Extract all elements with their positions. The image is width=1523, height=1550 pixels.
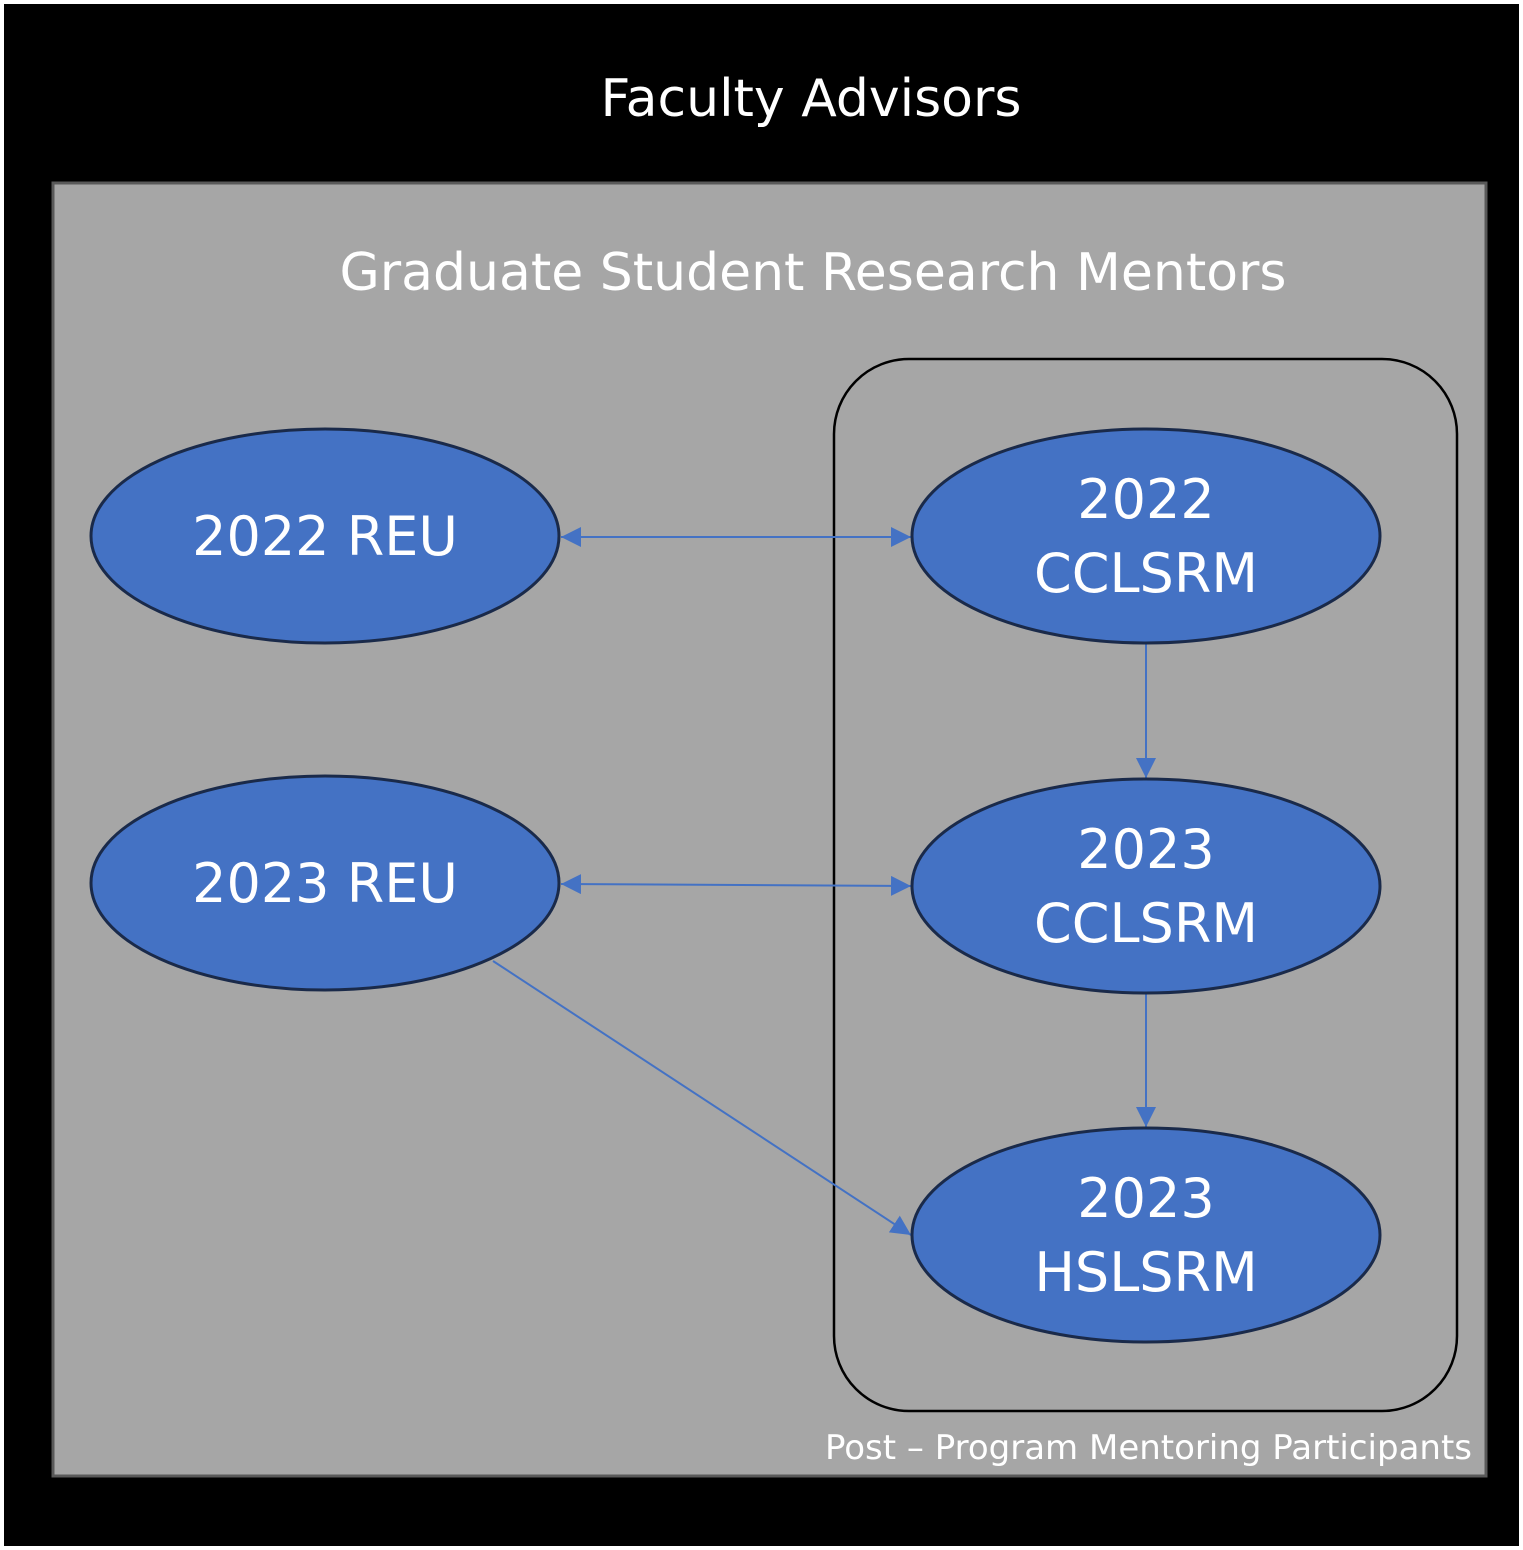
node-label-reu2022-0: 2022 REU bbox=[192, 505, 458, 568]
node-label-cclsrm2022-0: 2022 bbox=[1077, 468, 1214, 531]
node-label-reu2023-0: 2023 REU bbox=[192, 852, 458, 915]
edge-reu2023-to-hslsrm2023 bbox=[492, 960, 912, 1236]
node-reu2023: 2023 REU bbox=[89, 774, 561, 992]
edges-layer bbox=[492, 527, 1156, 1236]
node-label-cclsrm2023-1: CCLSRM bbox=[1034, 892, 1258, 955]
node-label-hslsrm2023-1: HSLSRM bbox=[1034, 1241, 1257, 1304]
node-label-cclsrm2022-1: CCLSRM bbox=[1034, 542, 1258, 605]
node-label-hslsrm2023-0: 2023 bbox=[1077, 1167, 1214, 1230]
group-label: Post – Program Mentoring Participants bbox=[825, 1428, 1472, 1468]
node-ellipse-reu2023 bbox=[89, 774, 561, 992]
node-ellipse-hslsrm2023 bbox=[910, 1126, 1382, 1344]
inner-title: Graduate Student Research Mentors bbox=[339, 243, 1286, 303]
edge-reu2023-to-cclsrm2023 bbox=[560, 874, 912, 896]
node-label-cclsrm2023-0: 2023 bbox=[1077, 818, 1214, 881]
node-ellipse-reu2022 bbox=[89, 427, 561, 645]
node-ellipse-cclsrm2023 bbox=[910, 777, 1382, 995]
node-ellipse-cclsrm2022 bbox=[910, 427, 1382, 645]
outer-title: Faculty Advisors bbox=[601, 69, 1022, 129]
node-reu2022: 2022 REU bbox=[89, 427, 561, 645]
